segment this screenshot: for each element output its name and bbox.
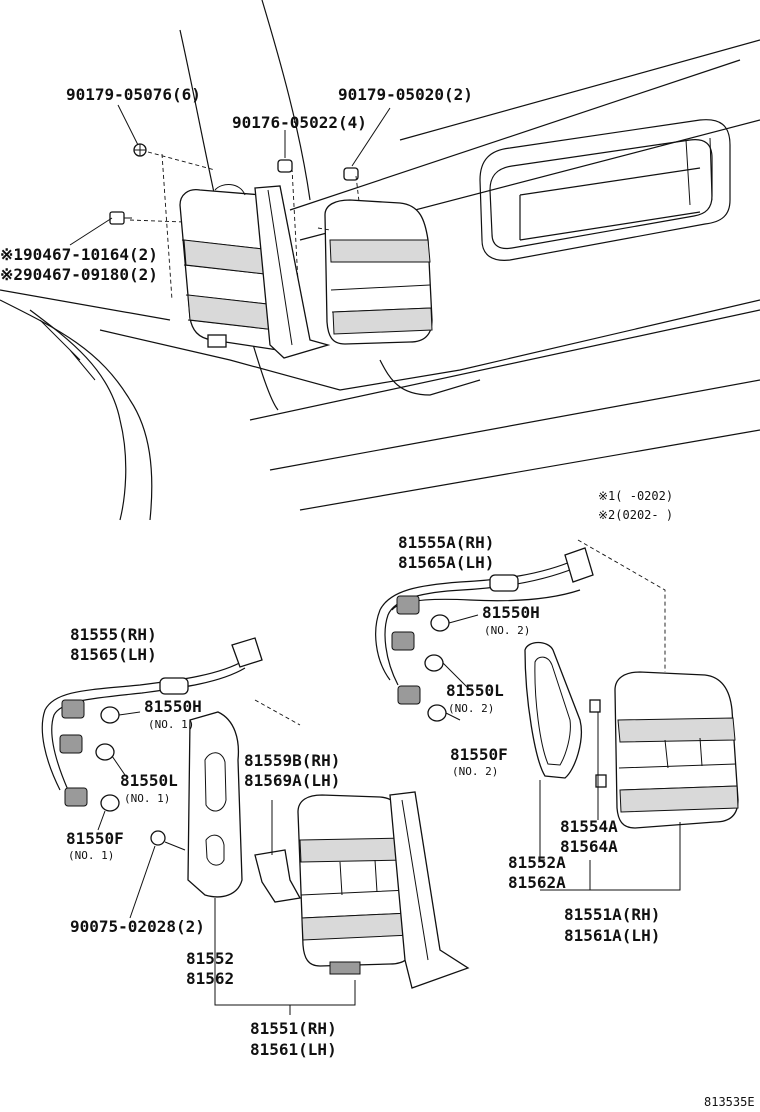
diagram-code: 813535E bbox=[704, 1095, 755, 1109]
label-81551A: 81551A(RH) bbox=[564, 905, 660, 924]
clip-icon bbox=[595, 774, 607, 788]
connector-icon bbox=[231, 637, 263, 668]
bulb-icon bbox=[95, 743, 115, 761]
footnote-1: ※1( -0202) bbox=[598, 489, 673, 503]
clip-nut-icon bbox=[277, 159, 293, 173]
label-no2-h: (NO. 2) bbox=[484, 624, 530, 637]
label-81552A: 81552A bbox=[508, 853, 566, 872]
lh-assembly bbox=[41, 637, 470, 1015]
garnish-trim bbox=[389, 791, 470, 989]
socket-icon bbox=[64, 787, 88, 807]
label-90179-05076: 90179-05076(6) bbox=[66, 85, 201, 104]
label-81565: 81565(LH) bbox=[70, 645, 157, 664]
bracket-icon bbox=[254, 800, 302, 903]
right-tail-lamp bbox=[317, 199, 433, 345]
rh-lamp-unit bbox=[614, 671, 739, 829]
rh-assembly bbox=[375, 539, 739, 891]
label-81561A: 81561A(LH) bbox=[564, 926, 660, 945]
label-81555A: 81555A(RH) bbox=[398, 533, 494, 552]
label-81559B: 81559B(RH) bbox=[244, 751, 340, 770]
bulb-icon bbox=[424, 654, 444, 672]
screw-icon bbox=[133, 143, 147, 157]
socket-icon bbox=[397, 685, 421, 705]
bulb-icon bbox=[100, 794, 120, 812]
socket-icon bbox=[396, 595, 420, 615]
screw-icon bbox=[150, 830, 186, 851]
upper-assembly bbox=[69, 104, 433, 359]
label-90179-05020: 90179-05020(2) bbox=[338, 85, 473, 104]
socket-icon bbox=[391, 631, 415, 651]
label-81561: 81561(LH) bbox=[250, 1040, 337, 1059]
label-81562: 81562 bbox=[186, 969, 234, 988]
bulb-icon bbox=[100, 706, 120, 724]
gasket-icon bbox=[524, 641, 582, 779]
label-81562A: 81562A bbox=[508, 873, 566, 892]
label-81550L-no2: 81550L bbox=[446, 681, 504, 700]
label-81565A: 81565A(LH) bbox=[398, 553, 494, 572]
bulb-icon bbox=[430, 614, 450, 632]
clip-nut-icon bbox=[343, 167, 359, 181]
clip-icon bbox=[589, 699, 601, 713]
vehicle-body bbox=[0, 0, 760, 521]
label-81555: 81555(RH) bbox=[70, 625, 157, 644]
label-90075-02028: 90075-02028(2) bbox=[70, 917, 205, 936]
label-90176-05022: 90176-05022(4) bbox=[232, 113, 367, 132]
label-90467-10164: ※190467-10164(2) bbox=[0, 245, 158, 264]
label-81569A: 81569A(LH) bbox=[244, 771, 340, 790]
label-81550F-no2: 81550F bbox=[450, 745, 508, 764]
label-81550L-no1: 81550L bbox=[120, 771, 178, 790]
label-81564A: 81564A bbox=[560, 837, 618, 856]
bolt-icon bbox=[109, 211, 132, 225]
socket-icon bbox=[59, 734, 83, 754]
label-81550H-no2: 81550H bbox=[482, 603, 540, 622]
label-no2-f: (NO. 2) bbox=[452, 765, 498, 778]
footnote-2: ※2(0202- ) bbox=[598, 508, 673, 522]
socket-icon bbox=[61, 699, 85, 719]
label-81552: 81552 bbox=[186, 949, 234, 968]
label-no1-f: (NO. 1) bbox=[68, 849, 114, 862]
label-81554A: 81554A bbox=[560, 817, 618, 836]
label-81551: 81551(RH) bbox=[250, 1019, 337, 1038]
label-81550H-no1: 81550H bbox=[144, 697, 202, 716]
garnish-trim bbox=[254, 185, 331, 359]
label-81550F-no1: 81550F bbox=[66, 829, 124, 848]
connector-icon bbox=[564, 547, 594, 583]
label-90467-09180: ※290467-09180(2) bbox=[0, 265, 158, 284]
gasket-icon bbox=[187, 711, 243, 898]
lh-lamp-unit bbox=[297, 794, 413, 975]
bulb-icon bbox=[427, 704, 447, 722]
label-no1-l: (NO. 1) bbox=[124, 792, 170, 805]
part-labels: 90179-05076(6) 90179-05020(2) 90176-0502… bbox=[0, 85, 755, 1109]
label-no2-l: (NO. 2) bbox=[448, 702, 494, 715]
label-no1-h: (NO. 1) bbox=[148, 718, 194, 731]
